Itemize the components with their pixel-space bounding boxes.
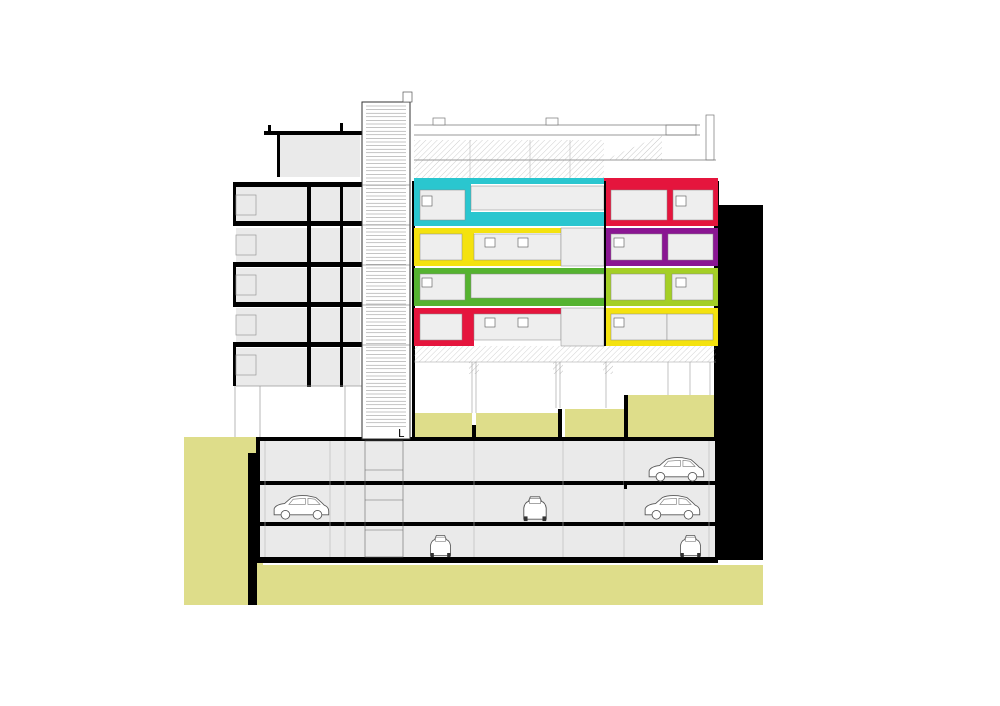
basement-levels (256, 437, 718, 563)
stair-core: L (361, 91, 413, 558)
unit-floor-4-left (414, 184, 604, 226)
basement-level-2 (260, 485, 715, 522)
unit-floor-4-right (604, 184, 718, 226)
basement-level-1 (260, 441, 715, 481)
basement-level-3 (260, 526, 715, 557)
retaining-walls (248, 205, 763, 605)
left-block (233, 123, 363, 437)
unit-floor-2-right (604, 268, 718, 306)
stair-marker: L (398, 427, 405, 440)
right-block (412, 114, 719, 441)
unit-floor-3-right (604, 228, 718, 266)
unit-floor-1-left (414, 308, 561, 346)
unit-floor-2-left (414, 268, 604, 306)
unit-floor-3-left (414, 228, 561, 266)
